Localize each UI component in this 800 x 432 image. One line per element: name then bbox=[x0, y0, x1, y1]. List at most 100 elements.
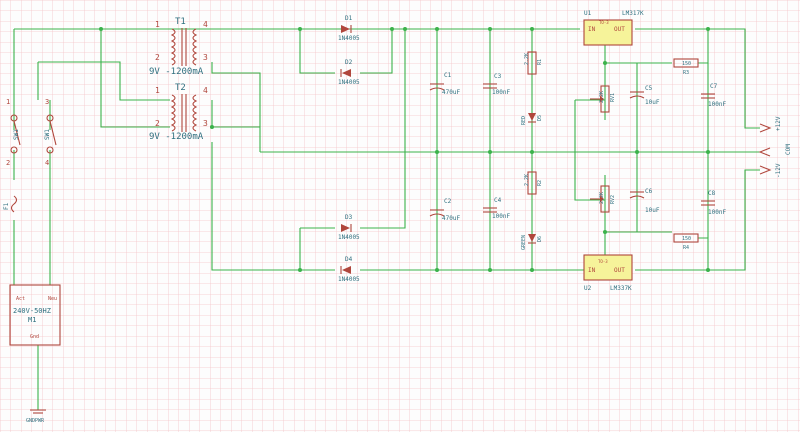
regulator-u1: IN OUT TO-3 U1 LM317K bbox=[583, 10, 644, 46]
svg-text:Gnd: Gnd bbox=[30, 334, 39, 340]
svg-text:R4: R4 bbox=[683, 245, 689, 251]
resistor-r2: 2.2K R2 bbox=[524, 171, 543, 195]
svg-text:2.2K: 2.2K bbox=[524, 53, 530, 65]
svg-text:470uF: 470uF bbox=[442, 89, 460, 96]
svg-text:R1: R1 bbox=[537, 59, 543, 65]
transformer-t1: 1 4 2 3 T1 9V -1200mA bbox=[149, 17, 208, 77]
svg-text:100nF: 100nF bbox=[492, 213, 510, 220]
output-neg-label: -12V bbox=[775, 163, 782, 178]
svg-text:3: 3 bbox=[203, 53, 208, 62]
svg-text:1: 1 bbox=[155, 86, 160, 95]
junctions bbox=[99, 27, 710, 272]
svg-text:RV2: RV2 bbox=[610, 195, 616, 204]
switch-sw1: SW1 SW1 1 3 2 4 bbox=[6, 98, 57, 167]
svg-text:1N4005: 1N4005 bbox=[338, 79, 360, 86]
capacitor-c4: C4 100nF bbox=[483, 197, 510, 220]
svg-text:GNDPWR: GNDPWR bbox=[26, 418, 45, 424]
svg-text:4: 4 bbox=[203, 20, 208, 29]
svg-text:240V-50HZ: 240V-50HZ bbox=[13, 307, 51, 315]
capacitor-c3: C3 100nF bbox=[483, 73, 510, 96]
capacitor-c1: C1 470uF bbox=[429, 72, 460, 96]
svg-text:3: 3 bbox=[203, 119, 208, 128]
svg-text:OUT: OUT bbox=[614, 267, 625, 274]
svg-text:100nF: 100nF bbox=[708, 209, 726, 216]
svg-text:M1: M1 bbox=[28, 316, 36, 324]
svg-text:OUT: OUT bbox=[614, 26, 625, 33]
ground-symbol: GNDPWR bbox=[26, 409, 46, 424]
svg-text:Neu: Neu bbox=[48, 296, 57, 302]
svg-text:TO-3: TO-3 bbox=[598, 259, 608, 264]
svg-text:U2: U2 bbox=[584, 285, 592, 292]
capacitor-c2: C2 470uF bbox=[429, 198, 460, 222]
diode-d4: D4 1N4005 bbox=[338, 256, 360, 283]
resistor-r4: 150 R4 bbox=[673, 233, 699, 251]
transformer-t2: 1 4 2 3 T2 9V -1200mA bbox=[149, 83, 208, 142]
diode-d2: D2 1N4005 bbox=[338, 59, 360, 86]
svg-text:2.2K: 2.2K bbox=[599, 91, 605, 103]
svg-text:C7: C7 bbox=[710, 83, 718, 90]
svg-text:470uF: 470uF bbox=[442, 215, 460, 222]
svg-text:2: 2 bbox=[155, 53, 160, 62]
svg-text:D4: D4 bbox=[345, 256, 353, 263]
capacitor-c6: C6 10uF bbox=[629, 188, 660, 214]
svg-text:GREEN: GREEN bbox=[521, 235, 527, 250]
svg-text:4: 4 bbox=[45, 159, 49, 167]
led-d6: GREEN D6 bbox=[521, 234, 543, 250]
svg-text:RV1: RV1 bbox=[610, 93, 616, 102]
svg-text:2.2K: 2.2K bbox=[524, 174, 530, 186]
svg-text:R3: R3 bbox=[683, 70, 689, 76]
svg-text:C4: C4 bbox=[494, 197, 502, 204]
svg-text:SW1: SW1 bbox=[13, 129, 20, 140]
capacitor-c5: C5 10uF bbox=[629, 85, 660, 106]
led-d5: RED D5 bbox=[521, 113, 543, 125]
svg-text:100nF: 100nF bbox=[708, 101, 726, 108]
svg-text:2: 2 bbox=[155, 119, 160, 128]
svg-text:C6: C6 bbox=[645, 188, 653, 195]
output-pos-label: +12V bbox=[775, 116, 782, 131]
svg-text:LM337K: LM337K bbox=[610, 285, 632, 292]
potentiometer-rv1: 2.2K RV1 bbox=[590, 85, 616, 113]
svg-text:U1: U1 bbox=[584, 10, 592, 17]
output-terminals: +12V COM -12V bbox=[758, 116, 792, 178]
svg-text:150: 150 bbox=[682, 236, 691, 242]
potentiometer-rv2: 2.2K RV2 bbox=[590, 185, 616, 213]
t2-rating: 9V -1200mA bbox=[149, 132, 204, 142]
svg-text:150: 150 bbox=[682, 61, 691, 67]
svg-text:D5: D5 bbox=[537, 115, 543, 121]
svg-text:IN: IN bbox=[588, 267, 596, 274]
resistor-r1: 2.2K R1 bbox=[524, 51, 543, 75]
svg-text:D1: D1 bbox=[345, 15, 353, 22]
svg-text:C3: C3 bbox=[494, 73, 502, 80]
t1-rating: 9V -1200mA bbox=[149, 67, 204, 77]
svg-text:LM317K: LM317K bbox=[622, 10, 644, 17]
svg-text:2.2K: 2.2K bbox=[599, 192, 605, 204]
capacitor-c8: C8 100nF bbox=[701, 190, 726, 216]
svg-text:Act: Act bbox=[16, 296, 25, 302]
svg-text:10uF: 10uF bbox=[645, 99, 660, 106]
fuse-f1: F1 bbox=[3, 195, 18, 213]
capacitor-c7: C7 100nF bbox=[701, 83, 726, 108]
svg-text:F1: F1 bbox=[3, 202, 10, 210]
svg-text:C1: C1 bbox=[444, 72, 452, 79]
svg-text:C8: C8 bbox=[708, 190, 716, 197]
resistor-r3: 150 R3 bbox=[673, 58, 699, 76]
svg-text:C2: C2 bbox=[444, 198, 452, 205]
svg-text:3: 3 bbox=[45, 98, 49, 106]
regulator-u2: IN OUT TO-3 U2 LM337K bbox=[583, 254, 633, 292]
diode-d1: D1 1N4005 bbox=[338, 15, 360, 42]
svg-text:RED: RED bbox=[521, 116, 527, 125]
svg-text:2: 2 bbox=[6, 159, 10, 167]
diode-d3: D3 1N4005 bbox=[338, 214, 360, 241]
output-com-label: COM bbox=[785, 144, 792, 155]
wires bbox=[13, 28, 760, 410]
svg-text:1: 1 bbox=[155, 20, 160, 29]
t1-ref: T1 bbox=[175, 17, 186, 27]
svg-text:D6: D6 bbox=[537, 236, 543, 242]
svg-text:100nF: 100nF bbox=[492, 89, 510, 96]
svg-text:1N4005: 1N4005 bbox=[338, 35, 360, 42]
svg-text:1N4005: 1N4005 bbox=[338, 234, 360, 241]
svg-text:D3: D3 bbox=[345, 214, 353, 221]
svg-text:TO-3: TO-3 bbox=[599, 20, 609, 25]
